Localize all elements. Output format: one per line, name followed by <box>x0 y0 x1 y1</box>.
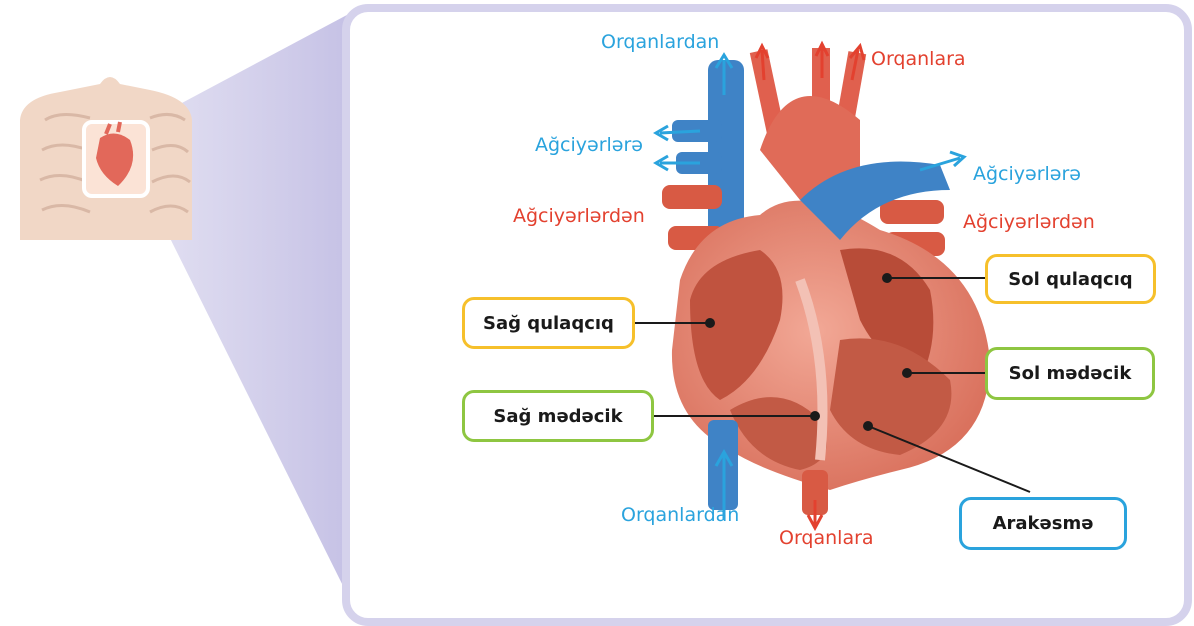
callout-right-atrium: Sağ qulaqcıq <box>462 297 635 349</box>
label-to-lungs-left: Ağciyərlərə <box>535 134 643 156</box>
flow-arrows <box>653 40 967 532</box>
torso-thumbnail <box>20 77 192 240</box>
callout-left-ventricle: Sol mədəcik <box>985 347 1155 400</box>
label-from-lungs-left: Ağciyərlərdən <box>513 205 645 227</box>
label-to-lungs-right: Ağciyərlərə <box>973 163 1081 185</box>
leader-lines <box>635 277 1031 493</box>
label-to-organs-top: Orqanlara <box>871 48 966 70</box>
callout-septum: Arakəsmə <box>959 497 1127 550</box>
label-from-organs-top: Orqanlardan <box>601 31 720 53</box>
label-to-organs-bottom: Orqanlara <box>779 527 874 549</box>
zoom-beam <box>150 8 360 620</box>
label-from-lungs-right: Ağciyərlərdən <box>963 211 1095 233</box>
callout-right-ventricle: Sağ mədəcik <box>462 390 654 442</box>
callout-left-atrium: Sol qulaqcıq <box>985 254 1156 304</box>
label-from-organs-bottom: Orqanlardan <box>621 504 740 526</box>
heart-illustration <box>662 48 990 515</box>
leader-dots <box>705 273 912 431</box>
